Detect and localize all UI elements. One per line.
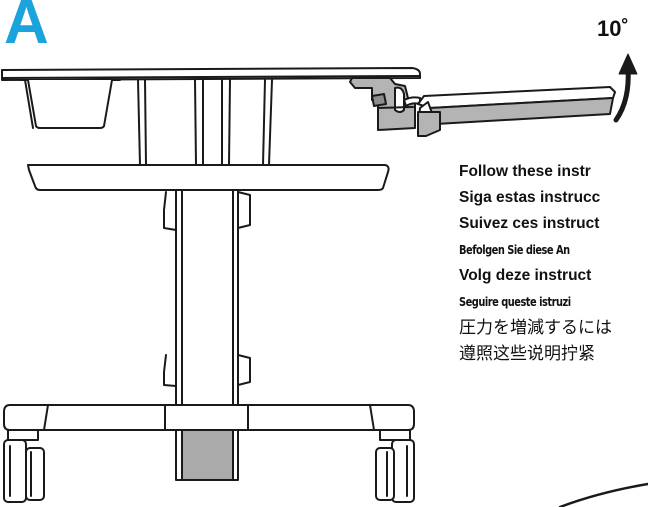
left-caster-icon xyxy=(3,429,45,503)
lower-tray xyxy=(27,164,390,191)
instruction-ja: 圧力を増減するには xyxy=(459,318,612,338)
instruction-nl: Volg deze instruct xyxy=(459,267,592,284)
right-caster-icon xyxy=(375,429,415,503)
cart-base xyxy=(3,404,415,431)
instruction-pt: Siga estas instrucc xyxy=(459,189,601,206)
keyboard-tray-bracket xyxy=(349,77,421,131)
instruction-it: Seguire queste istruzi xyxy=(459,295,571,309)
tilt-arrow-icon xyxy=(613,53,638,123)
instruction-de: Befolgen Sie diese An xyxy=(459,243,570,257)
worksurface xyxy=(1,67,421,81)
instructions-list: Follow these instr Siga estas instrucc S… xyxy=(459,159,648,367)
tilt-angle-label: 10˚ xyxy=(597,16,629,41)
upper-frame xyxy=(137,79,273,166)
decorative-curve xyxy=(558,482,648,507)
instruction-en: Follow these instr xyxy=(459,163,591,180)
bin-edge xyxy=(24,79,34,129)
central-column xyxy=(163,189,251,406)
column-base-plate xyxy=(181,429,234,481)
storage-bin xyxy=(19,79,121,129)
keyboard-tray xyxy=(417,86,616,137)
panel-letter: A xyxy=(4,0,49,57)
instruction-zh: 遵照这些说明拧紧 xyxy=(459,344,595,364)
instruction-fr: Suivez ces instruct xyxy=(459,215,600,232)
